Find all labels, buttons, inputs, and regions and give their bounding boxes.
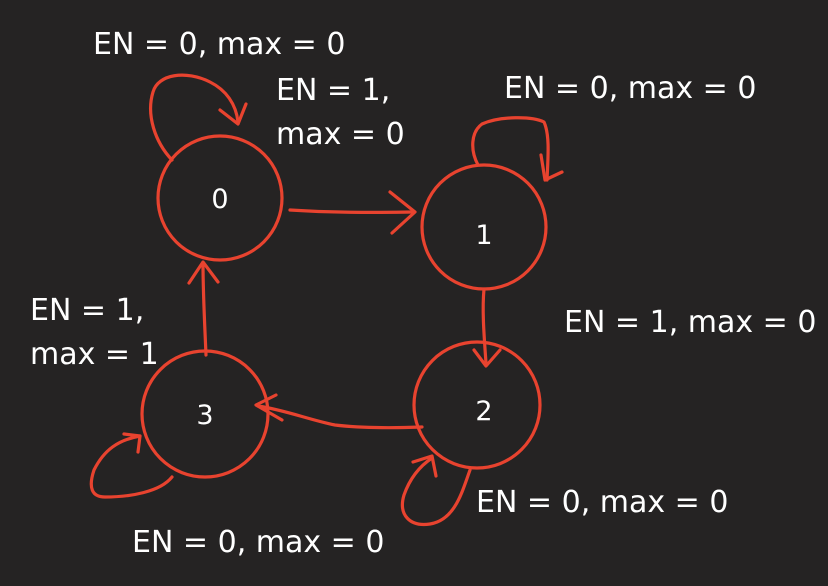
arrow-0-to-1: [288, 190, 417, 235]
arrow-3-to-0: [187, 260, 220, 357]
self-loop-3: [89, 432, 174, 499]
state-0-circle: [156, 134, 284, 262]
state-2-circle: [412, 340, 542, 470]
state-1: 1: [420, 163, 548, 291]
state-0: 0: [156, 134, 284, 262]
label-loop-3: EN = 0, max = 0: [132, 525, 384, 560]
label-1-to-2: EN = 1, max = 0: [564, 305, 816, 340]
label-loop-1: EN = 0, max = 0: [504, 71, 756, 106]
self-loop-2: [400, 454, 472, 527]
label-loop-2: EN = 0, max = 0: [476, 485, 728, 520]
label-0-to-1-line2: max = 0: [276, 117, 405, 152]
state-0-label: 0: [211, 184, 228, 215]
label-0-to-1-line1: EN = 1,: [276, 73, 390, 108]
self-loop-1: [471, 116, 564, 182]
state-2-label: 2: [475, 396, 492, 427]
state-2: 2: [412, 340, 542, 470]
arrow-2-to-3: [254, 393, 424, 430]
arrow-1-to-2: [472, 287, 502, 368]
state-3-label: 3: [196, 400, 213, 431]
self-loop-0: [149, 73, 248, 162]
label-loop-0: EN = 0, max = 0: [93, 27, 345, 62]
label-3-to-0-line1: EN = 1,: [30, 293, 144, 328]
state-1-label: 1: [475, 220, 492, 251]
label-3-to-0-line2: max = 1: [30, 337, 159, 372]
state-3: 3: [140, 349, 270, 479]
